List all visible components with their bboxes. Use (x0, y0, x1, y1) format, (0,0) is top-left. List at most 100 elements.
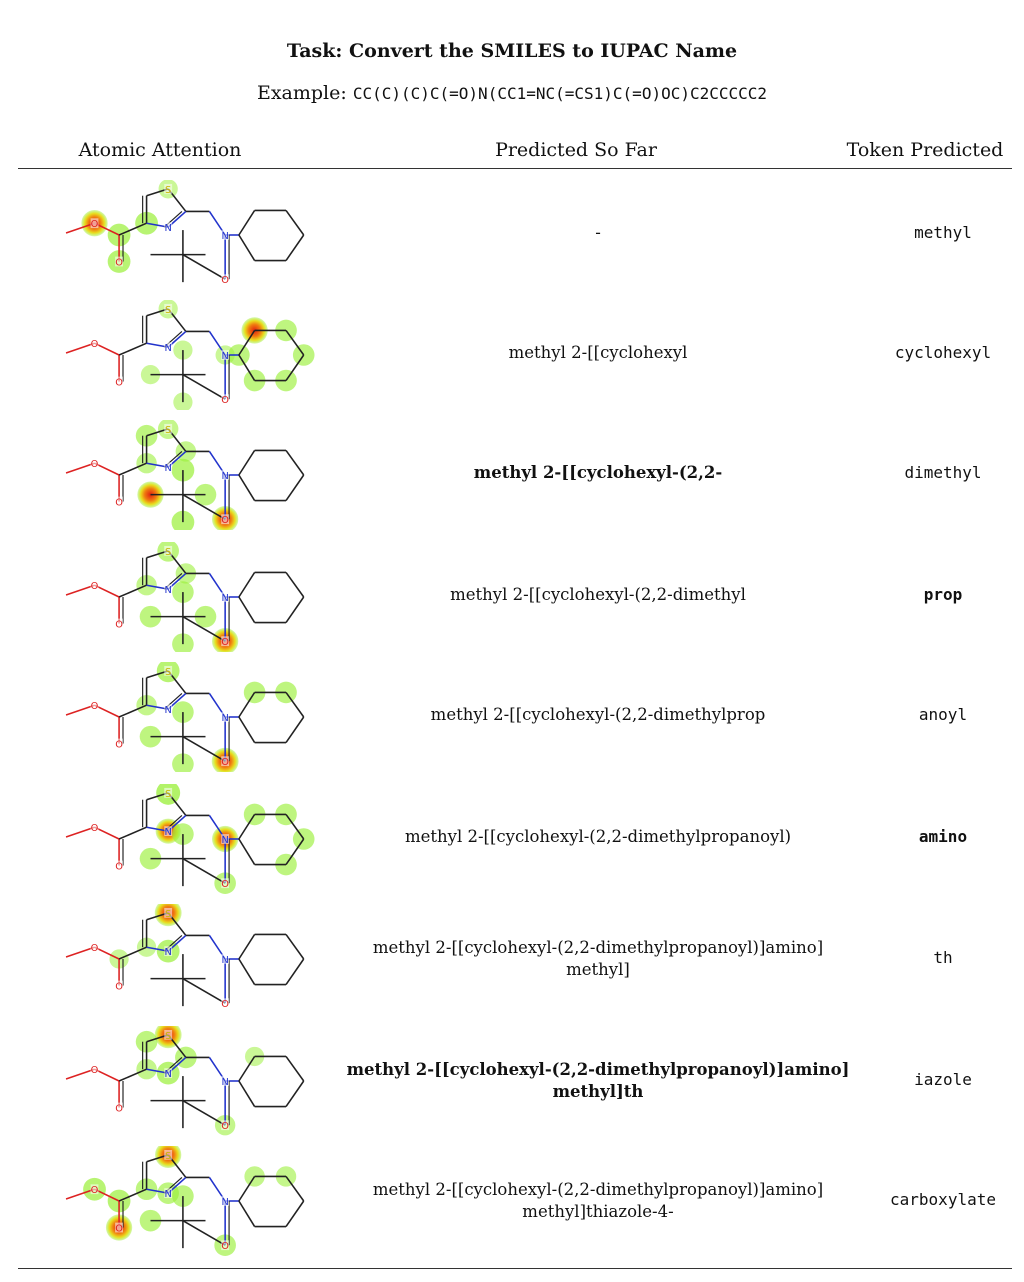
bond-line (285, 1175, 305, 1202)
column-header-token: Token Predicted (846, 139, 1004, 161)
atom-label: O (221, 637, 229, 648)
atom-label: O (115, 619, 123, 630)
bond-line (238, 234, 256, 261)
atom-label: N (221, 593, 228, 604)
bond-line (118, 704, 147, 718)
token-predicted: anoyl (918, 705, 968, 724)
bond-line (182, 1099, 226, 1126)
bond-line (285, 958, 305, 985)
bond-line (238, 716, 256, 743)
atom-label: N (165, 1069, 172, 1080)
bond-line (285, 209, 305, 236)
predicted-so-far: methyl 2-[[cyclohexyl-(2,2-dimethylprop (318, 704, 878, 726)
predicted-line: methyl 2-[[cyclohexyl-(2,2- (473, 463, 723, 482)
atom-label: N (221, 231, 228, 242)
predicted-line: methyl 2-[[cyclohexyl-(2,2-dimethylpropa… (346, 1060, 850, 1079)
atom-label: N (165, 947, 172, 958)
atom-label: N (165, 463, 172, 474)
bond-line (238, 814, 256, 840)
predicted-line: methyl 2-[[cyclohexyl (508, 343, 688, 362)
token-predicted: cyclohexyl (894, 343, 992, 362)
atom-label: S (165, 667, 171, 678)
atom-label: O (91, 581, 99, 592)
atom-label: N (165, 1189, 172, 1200)
bond-line (65, 704, 95, 716)
atom-label: N (165, 343, 172, 354)
bond-line (285, 474, 305, 501)
atom-label: O (91, 943, 99, 954)
bond-line (118, 1188, 147, 1202)
atom-label: N (221, 351, 228, 362)
bond-line (238, 958, 256, 985)
bond-line (285, 813, 305, 840)
bond-line (285, 838, 305, 865)
bond-line (285, 1055, 305, 1082)
bond-line (285, 449, 305, 476)
token-predicted: th (933, 948, 953, 967)
bond-line (182, 977, 226, 1004)
bond-line (94, 1068, 120, 1082)
atom-label: S (165, 305, 171, 316)
predicted-so-far: methyl 2-[[cyclohexyl-(2,2-dimethylpropa… (318, 826, 878, 848)
header-rule (18, 168, 1012, 169)
atom-label: O (91, 1185, 99, 1196)
bond-line (285, 596, 305, 623)
atom-label: O (221, 1121, 229, 1132)
atom-label: O (91, 459, 99, 470)
example-line: Example: CC(C)(C)C(=O)N(CC1=NC(=CS1)C(=O… (0, 82, 1024, 104)
bond-line (285, 716, 305, 743)
example-label: Example: (256, 82, 347, 104)
atom-label: N (165, 223, 172, 234)
footer-rule (18, 1268, 1012, 1269)
bond-line (94, 826, 120, 840)
bond-line (285, 933, 305, 960)
bond-line (238, 1080, 256, 1107)
bond-line (182, 253, 226, 280)
atom-label: N (221, 955, 228, 966)
atom-label: O (91, 339, 99, 350)
atom-label: N (165, 827, 172, 838)
atom-label: O (115, 861, 123, 872)
bond-line (238, 474, 256, 501)
bond-line (94, 704, 120, 718)
predicted-so-far: methyl 2-[[cyclohexyl (318, 342, 878, 364)
atom-label: O (115, 257, 123, 268)
predicted-so-far: methyl 2-[[cyclohexyl-(2,2-dimethyl (318, 584, 878, 606)
atom-label: N (221, 471, 228, 482)
atom-label: S (165, 789, 171, 800)
predicted-so-far: methyl 2-[[cyclohexyl-(2,2-dimethylpropa… (318, 937, 878, 981)
atom-label: N (221, 1197, 228, 1208)
bond-line (285, 1200, 305, 1227)
column-header-attention: Atomic Attention (78, 139, 242, 161)
atom-label: O (115, 497, 123, 508)
predicted-line: methyl 2-[[cyclohexyl-(2,2-dimethylprop (430, 705, 766, 724)
bond-line (94, 584, 120, 598)
predicted-line: methyl 2-[[cyclohexyl-(2,2-dimethyl (450, 585, 746, 604)
token-predicted: methyl (914, 223, 972, 242)
bond-line (94, 342, 120, 356)
atom-label: O (221, 395, 229, 406)
bond-line (238, 1056, 256, 1082)
bond-line (118, 222, 147, 236)
bond-line (238, 692, 256, 718)
bond-line (118, 584, 147, 598)
bond-line (285, 691, 305, 718)
bond-line (285, 571, 305, 598)
predicted-line: methyl]th (552, 1082, 644, 1101)
atom-label: O (221, 999, 229, 1010)
bond-line (118, 826, 147, 840)
token-predicted: carboxylate (890, 1190, 996, 1209)
bond-line (65, 1188, 95, 1200)
atom-label: S (165, 909, 171, 920)
token-predicted: dimethyl (904, 463, 982, 482)
bond-line (65, 462, 95, 474)
